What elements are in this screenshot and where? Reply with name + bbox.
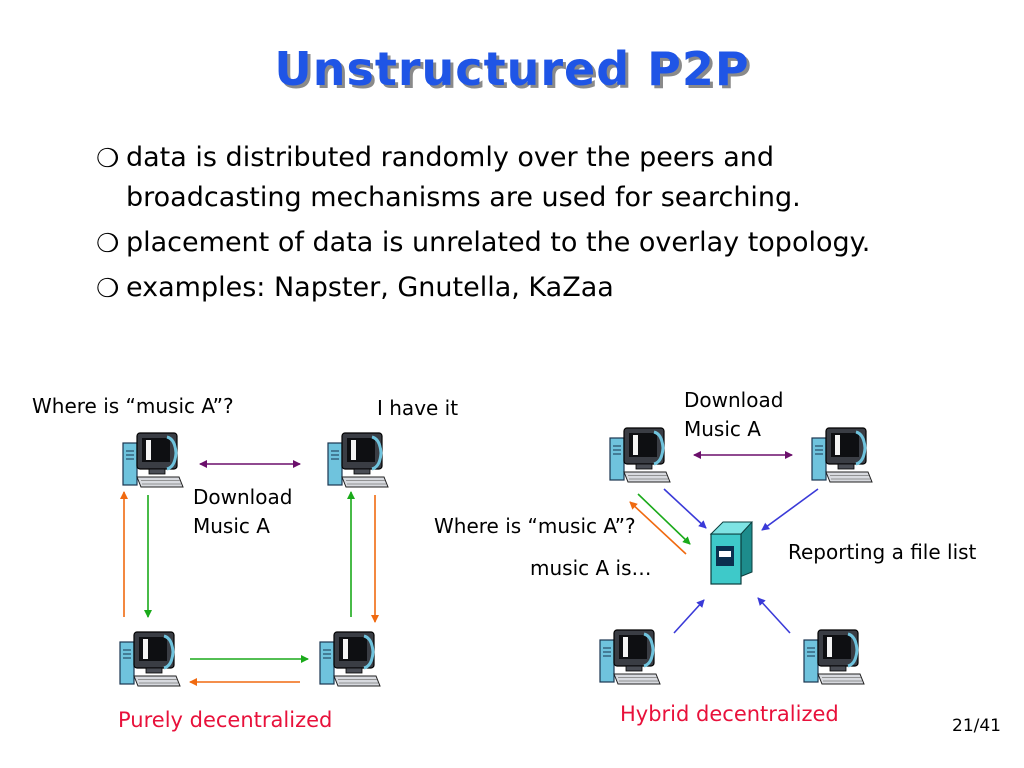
download-label-continued: Music A xyxy=(193,514,270,538)
bullet-list: ❍ data is distributed randomly over the … xyxy=(92,138,1012,313)
query-label: Where is “music A”? xyxy=(32,394,234,418)
report-arrow xyxy=(761,488,819,531)
bullet-text: placement of data is unrelated to the ov… xyxy=(126,227,871,258)
computer-icon xyxy=(608,426,672,484)
bullet-marker-icon: ❍ xyxy=(96,274,120,304)
bullet-text-continued: broadcasting mechanisms are used for sea… xyxy=(126,182,801,213)
bullet-item: ❍ placement of data is unrelated to the … xyxy=(92,223,1012,263)
answer-label: I have it xyxy=(377,396,459,420)
computer-icon xyxy=(598,628,662,686)
computer-icon xyxy=(326,431,390,489)
report-label: Reporting a file list xyxy=(788,540,977,564)
bullet-item: ❍ data is distributed randomly over the … xyxy=(92,138,1012,218)
page-number: 21/41 xyxy=(952,716,1001,736)
bullet-marker-icon: ❍ xyxy=(96,144,120,174)
download-label: Download xyxy=(684,388,784,412)
response-label: music A is… xyxy=(530,556,652,580)
bullet-item: ❍ examples: Napster, Gnutella, KaZaa xyxy=(92,268,1012,308)
download-label-continued: Music A xyxy=(684,417,761,441)
right-caption: Hybrid decentralized xyxy=(620,702,839,726)
bullet-text: data is distributed randomly over the pe… xyxy=(126,142,774,173)
reply-arrow xyxy=(629,501,687,555)
bullet-marker-icon: ❍ xyxy=(96,229,120,259)
download-label: Download xyxy=(193,485,293,509)
query-label: Where is “music A”? xyxy=(434,514,636,538)
server-icon xyxy=(709,521,754,585)
computer-icon xyxy=(802,628,866,686)
computer-icon xyxy=(810,426,874,484)
query-arrow xyxy=(637,493,691,545)
computer-icon xyxy=(318,630,382,688)
bullet-text: examples: Napster, Gnutella, KaZaa xyxy=(126,272,614,303)
left-caption: Purely decentralized xyxy=(118,708,333,732)
right-diagram xyxy=(598,426,874,686)
report-arrow xyxy=(673,599,705,634)
computer-icon xyxy=(121,431,185,489)
report-arrow xyxy=(757,597,791,634)
left-diagram xyxy=(118,431,390,688)
slide-title: Unstructured P2P xyxy=(274,42,750,96)
report-arrow xyxy=(663,488,707,529)
computer-icon xyxy=(118,630,182,688)
